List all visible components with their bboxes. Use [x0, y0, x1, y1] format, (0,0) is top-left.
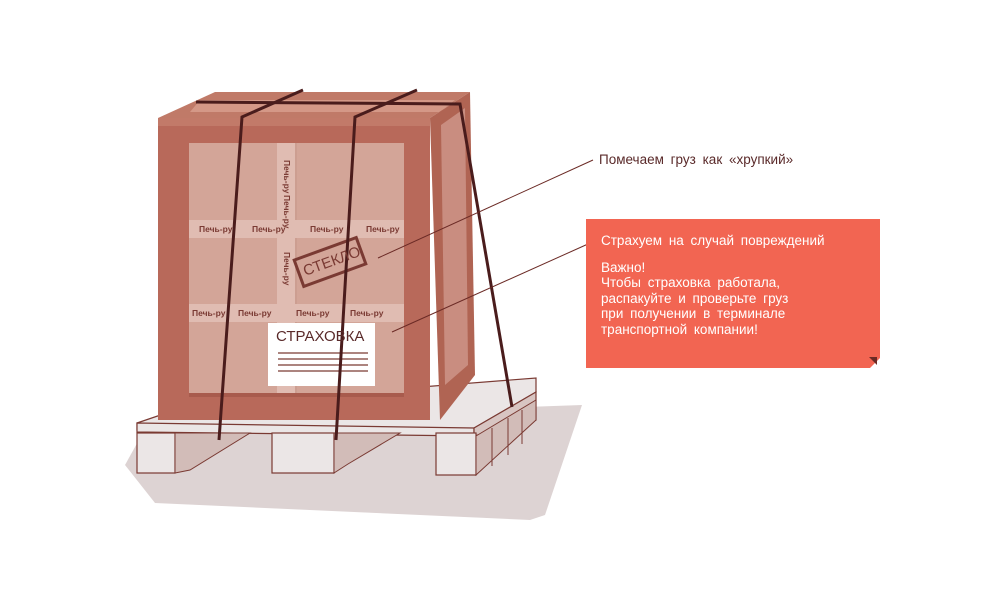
note-title: Страхуем на случай повреждений — [601, 233, 825, 248]
pallet-block-center — [271, 432, 335, 474]
tape-label: Печь-ру — [282, 160, 292, 194]
tape-label: Печь-ру — [282, 252, 292, 286]
pallet-slat-left — [174, 432, 252, 474]
pallet-block-left — [136, 432, 176, 474]
note-line: при получении в терминале — [601, 306, 786, 321]
pallet-block-right — [435, 432, 477, 476]
callout-fragile: Помечаем груз как «хрупкий» — [599, 152, 794, 167]
tape-label: Печь-ру — [282, 195, 292, 229]
tape-horizontal-1 — [189, 220, 404, 238]
insurance-label — [268, 323, 375, 386]
note-line: распакуйте и проверьте груз — [601, 290, 789, 306]
pallet-side-slats — [475, 399, 537, 477]
tape-label: Печь-ру — [252, 224, 286, 234]
tape-label: Печь-ру — [192, 308, 226, 318]
tape-label: Печь-ру — [199, 224, 233, 234]
strap-cross — [195, 100, 514, 408]
strap-right — [334, 88, 418, 441]
callout-line-fragile — [377, 159, 594, 259]
pallet-slat-center — [333, 432, 402, 474]
tape-label: Печь-ру — [366, 224, 400, 234]
note-line: Важно! — [601, 259, 646, 275]
note-fold-shadow — [869, 357, 877, 365]
note-line: Чтобы страховка работала, — [601, 275, 781, 290]
fragile-stamp — [292, 235, 368, 289]
tape-label: Печь-ру — [350, 308, 384, 318]
strap-left — [217, 88, 304, 441]
tape-label: Печь-ру — [238, 308, 272, 318]
callout-line-insurance — [391, 243, 589, 333]
note-line: транспортной компании! — [601, 321, 758, 337]
tape-label: Печь-ру — [296, 308, 330, 318]
tape-label: Печь-ру — [310, 224, 344, 234]
insurance-label-text: СТРАХОВКА — [276, 328, 365, 345]
insurance-note: Страхуем на случай повреждений Важно! Чт… — [586, 219, 880, 368]
tape-horizontal-2 — [189, 304, 404, 322]
